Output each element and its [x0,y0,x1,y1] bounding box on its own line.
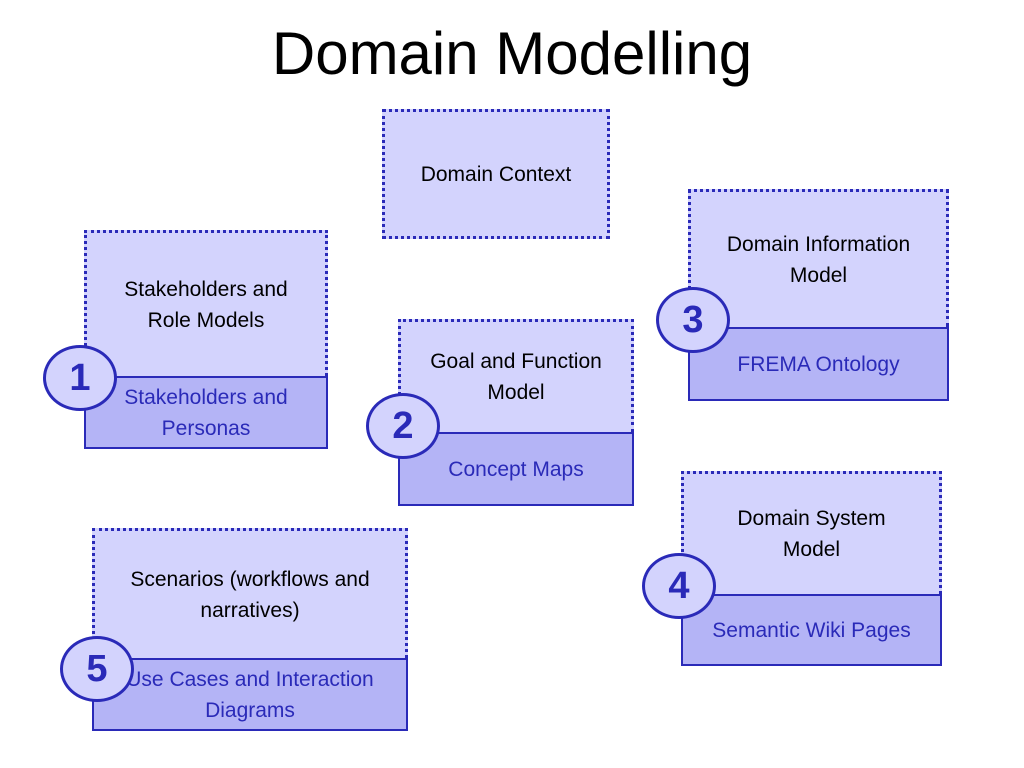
number-badge-2: 2 [366,393,440,459]
stakeholders-personas-text: Stakeholders and Personas [124,385,288,440]
domain-system-label: Domain System Model [712,503,912,565]
stakeholders-personas-box: Stakeholders and Personas [84,376,328,449]
frema-ontology-box: FREMA Ontology [688,327,949,401]
domain-system-label-text: Domain System Model [737,507,886,561]
stakeholders-label-text: Stakeholders and Role Models [124,277,288,332]
use-cases-label-text: Use Cases and Interaction Diagrams [126,667,374,722]
domain-information-box: Domain Information Model [688,189,949,327]
number-badge-1: 1 [43,345,117,411]
semantic-wiki-label: Semantic Wiki Pages [712,618,911,642]
domain-information-label: Domain Information Model [704,229,934,291]
goal-function-label: Goal and Function Model [409,346,624,408]
use-cases-box: Use Cases and Interaction Diagrams [92,658,408,731]
number-badge-3: 3 [656,287,730,353]
frema-ontology-label: FREMA Ontology [737,352,900,376]
use-cases-label: Use Cases and Interaction Diagrams [125,664,375,726]
semantic-wiki-box: Semantic Wiki Pages [681,594,942,666]
stakeholders-label: Stakeholders and Role Models [101,274,311,336]
stakeholders-box: Stakeholders and Role Models [84,230,328,376]
scenarios-box: Scenarios (workflows and narratives) [92,528,408,658]
domain-information-label-text: Domain Information Model [726,232,911,287]
goal-function-label-text: Goal and Function Model [430,350,602,404]
number-badge-4: 4 [642,553,716,619]
scenarios-label: Scenarios (workflows and narratives) [100,564,400,626]
page-title: Domain Modelling [271,20,753,87]
concept-maps-label: Concept Maps [448,457,584,481]
scenarios-label-text: Scenarios (workflows and narratives) [130,567,370,622]
number-badge-5: 5 [60,636,134,702]
stakeholders-personas-label: Stakeholders and Personas [121,382,291,444]
domain-context-label: Domain Context [420,162,572,186]
domain-context-box: Domain Context [382,109,610,239]
concept-maps-box: Concept Maps [398,432,634,506]
domain-system-box: Domain System Model [681,471,942,594]
